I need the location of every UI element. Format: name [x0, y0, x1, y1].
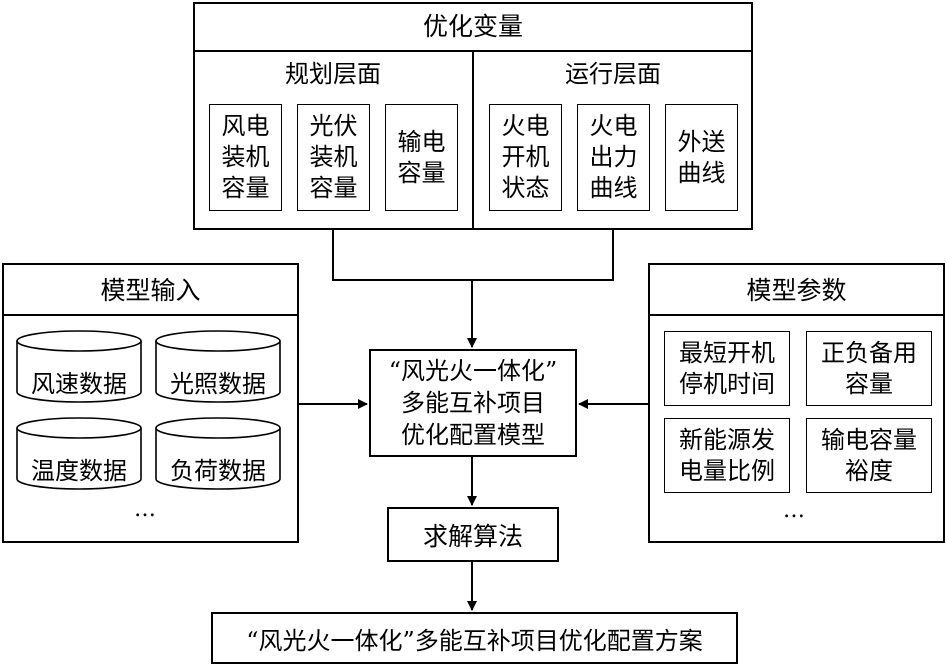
operation-connector — [472, 230, 614, 281]
planning-item-label: 风电 装机 容量 — [221, 112, 270, 202]
database-icon — [155, 330, 281, 403]
param-min-onoff-time: 最短开机 停机时间 — [664, 331, 790, 406]
planning-item-pv-capacity: 光伏 装机 容量 — [297, 104, 370, 211]
param-label: 正负备用 容量 — [821, 338, 917, 398]
model-params-title: 模型参数 — [746, 276, 847, 305]
model-params-ellipsis: … — [783, 498, 807, 523]
operation-item-label: 外送 曲线 — [677, 127, 726, 187]
input-wind-speed-data: 风速数据 — [31, 370, 127, 398]
planning-connector — [332, 230, 472, 281]
param-label: 最短开机 停机时间 — [679, 338, 775, 398]
database-icon — [16, 330, 142, 403]
central-model-label: “风光火一体化” 多能互补项目 优化配置模型 — [388, 357, 558, 449]
database-icon — [155, 417, 281, 490]
result-label: “风光火一体化”多能互补项目优化配置方案 — [246, 626, 703, 655]
param-label: 输电容量 裕度 — [821, 425, 917, 485]
model-input-ellipsis: … — [134, 497, 158, 522]
param-transmission-margin: 输电容量 裕度 — [806, 418, 932, 493]
operation-item-thermal-status: 火电 开机 状态 — [489, 104, 562, 211]
operation-item-label: 火电 开机 状态 — [501, 112, 550, 202]
planning-item-label: 输电 容量 — [397, 127, 446, 187]
operation-level-title: 运行层面 — [565, 60, 661, 88]
database-icon — [16, 417, 142, 490]
param-label: 新能源发 电量比例 — [679, 425, 775, 485]
central-model-box: “风光火一体化” 多能互补项目 优化配置模型 — [369, 349, 577, 457]
operation-item-export-curve: 外送 曲线 — [665, 104, 738, 211]
param-reserve-capacity: 正负备用 容量 — [806, 331, 932, 406]
planning-level-title: 规划层面 — [285, 60, 381, 88]
param-renewable-ratio: 新能源发 电量比例 — [664, 418, 790, 493]
model-input-box — [2, 263, 299, 543]
result-box: “风光火一体化”多能互补项目优化配置方案 — [211, 612, 738, 664]
input-temperature-data: 温度数据 — [31, 457, 127, 485]
optimization-variables-title: 优化变量 — [422, 12, 523, 41]
planning-item-label: 光伏 装机 容量 — [309, 112, 358, 202]
planning-item-transmission-capacity: 输电 容量 — [385, 104, 458, 211]
input-irradiance-data: 光照数据 — [170, 370, 266, 398]
solver-label: 求解算法 — [422, 521, 523, 551]
solver-box: 求解算法 — [387, 507, 559, 562]
planning-item-wind-capacity: 风电 装机 容量 — [209, 104, 282, 211]
mp-title-divider — [648, 314, 945, 316]
input-load-data: 负荷数据 — [170, 457, 266, 485]
mi-title-divider — [2, 314, 299, 316]
operation-item-thermal-output: 火电 出力 曲线 — [577, 104, 650, 211]
operation-item-label: 火电 出力 曲线 — [589, 112, 638, 202]
ov-middle-divider — [472, 50, 474, 230]
model-input-title: 模型输入 — [100, 276, 201, 305]
